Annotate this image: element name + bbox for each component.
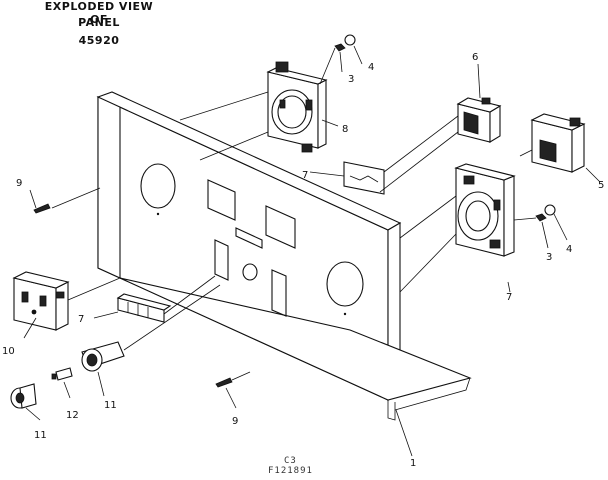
callout-7-strip: 7 <box>78 314 85 325</box>
figure-code-1: C3 <box>284 456 297 466</box>
callout-12: 12 <box>66 410 79 421</box>
callout-9-upper: 9 <box>16 178 23 189</box>
twist-lock-receptacle-part-8 <box>266 61 328 153</box>
callout-11-holder: 11 <box>104 400 117 411</box>
callout-6: 6 <box>472 52 479 63</box>
callout-3-right: 3 <box>546 252 553 263</box>
diagram-title-line-2: PANEL <box>78 16 120 29</box>
callout-7-label: 7 <box>302 170 309 181</box>
switch-part-6 <box>456 97 502 143</box>
fuse-part-12 <box>51 367 73 381</box>
connector-strip-part-7 <box>116 293 172 323</box>
diagram-title-line-1: EXPLODED VIEW OF <box>44 0 154 26</box>
screw-part-9-lower <box>215 377 233 388</box>
panel-part-1 <box>96 91 472 421</box>
screw-nut-top <box>334 34 356 52</box>
callout-4-top: 4 <box>368 62 375 73</box>
figure-code-2: F121891 <box>268 466 313 476</box>
callout-3-top: 3 <box>348 74 355 85</box>
callout-9-lower: 9 <box>232 416 239 427</box>
callout-5: 5 <box>598 180 605 191</box>
duplex-receptacle-part-10 <box>12 271 70 331</box>
receptacle-part-7 <box>454 163 516 257</box>
fuse-holder-part-11 <box>81 341 125 372</box>
label-plate-part-7 <box>343 161 385 195</box>
leader-lines <box>23 45 601 457</box>
callout-1: 1 <box>410 458 417 469</box>
diagram-part-number: 45920 <box>78 34 120 47</box>
breaker-part-5 <box>530 113 586 173</box>
callout-11-cap: 11 <box>34 430 47 441</box>
screw-nut-right <box>535 204 556 222</box>
callout-7-receptacle: 7 <box>506 292 513 303</box>
callout-10: 10 <box>2 346 15 357</box>
fuse-cap-part-11 <box>10 383 37 409</box>
screw-part-9-upper <box>33 203 51 214</box>
callout-8: 8 <box>342 124 349 135</box>
callout-4-right: 4 <box>566 244 573 255</box>
